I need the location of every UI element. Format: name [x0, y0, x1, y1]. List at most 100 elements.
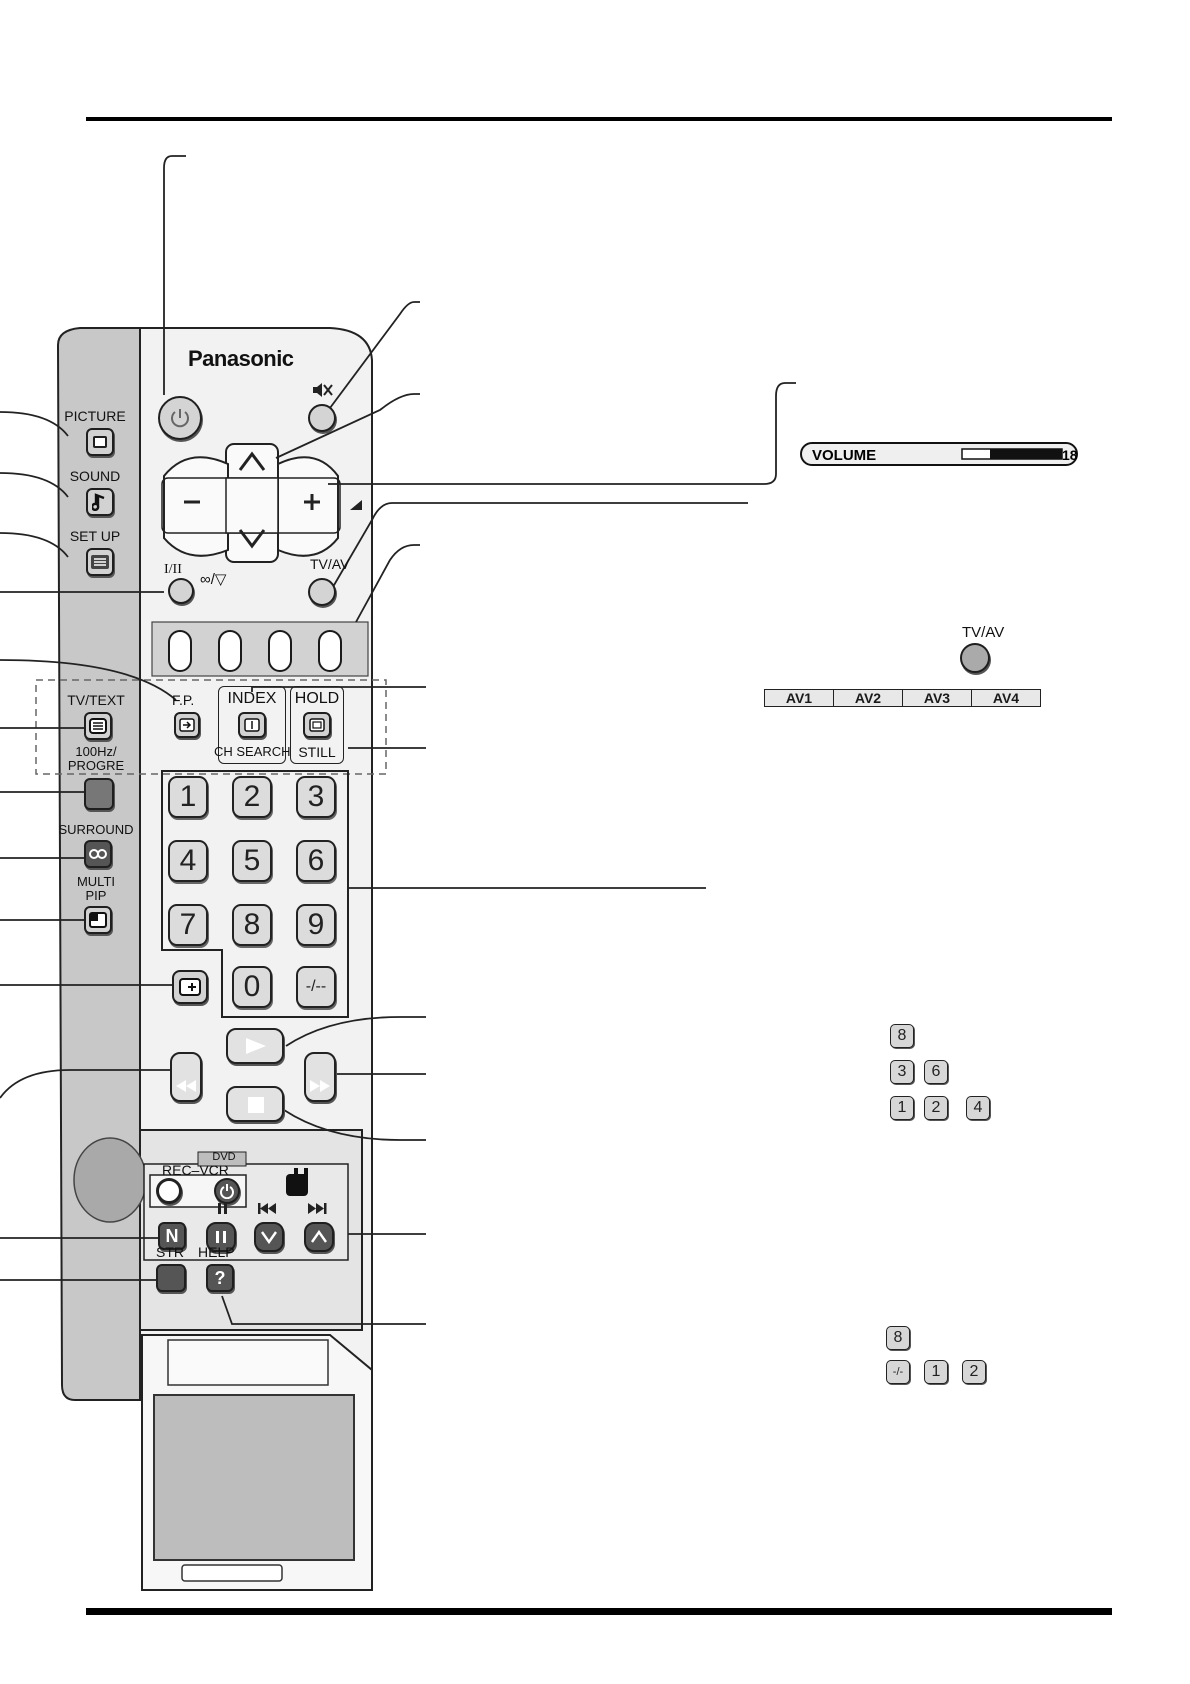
rewind-button[interactable]: [170, 1052, 202, 1102]
pause-key-icon: [216, 1231, 226, 1243]
help-button[interactable]: ?: [206, 1264, 234, 1292]
tvav-button[interactable]: [308, 578, 336, 606]
hold-group: [290, 686, 344, 764]
play-icon: [246, 1038, 266, 1054]
surround-symbol-label: ∞/▽: [200, 571, 227, 588]
ch-info-button[interactable]: [172, 970, 208, 1004]
pause-button[interactable]: [206, 1222, 236, 1252]
example-key: 4: [966, 1096, 990, 1120]
pip-button[interactable]: [84, 906, 112, 934]
fp-button[interactable]: [174, 712, 200, 738]
color-key-blue[interactable]: [318, 630, 342, 672]
tvav-osd-label: TV/AV: [962, 624, 1005, 641]
picture-button[interactable]: [86, 428, 114, 456]
key-7[interactable]: 7: [168, 904, 208, 946]
key-0[interactable]: 0: [232, 966, 272, 1008]
ok-button[interactable]: [228, 480, 276, 531]
play-button[interactable]: [226, 1028, 284, 1064]
index-label: INDEX: [227, 690, 277, 707]
key-9[interactable]: 9: [296, 904, 336, 946]
sound-button[interactable]: [86, 488, 114, 516]
rewind-icon: [176, 1080, 196, 1092]
dual-label: I/II: [164, 562, 182, 577]
up-arrow-icon: [238, 451, 266, 471]
channel-down-button[interactable]: [254, 1222, 284, 1252]
bottom-rule: [86, 1608, 1112, 1615]
setup-label: SET UP: [69, 528, 121, 544]
key-8[interactable]: 8: [232, 904, 272, 946]
setup-button[interactable]: [86, 548, 114, 576]
volume-osd: VOLUME 18: [800, 442, 1078, 466]
hz-label-1: 100Hz/: [75, 744, 117, 759]
down-button[interactable]: [228, 534, 276, 562]
dvd-vcr-switch[interactable]: [282, 1168, 312, 1198]
key-5[interactable]: 5: [232, 840, 272, 882]
up-button[interactable]: [228, 446, 276, 478]
volume-label: VOLUME: [812, 447, 876, 464]
example-key: 2: [962, 1360, 986, 1384]
top-rule: [86, 117, 1112, 121]
example-key: 1: [890, 1096, 914, 1120]
av-input-1: AV1: [765, 690, 834, 706]
vcr-power-icon: [220, 1184, 234, 1199]
surround-button[interactable]: [84, 840, 112, 868]
color-key-yellow[interactable]: [268, 630, 292, 672]
vcr-power-button[interactable]: [214, 1178, 240, 1204]
music-note-icon: [92, 493, 105, 511]
str-button[interactable]: [156, 1264, 186, 1292]
transport-labels: [218, 1203, 327, 1214]
key-4[interactable]: 4: [168, 840, 208, 882]
av-input-list: AV1 AV2 AV3 AV4: [764, 689, 1041, 707]
sound-label: SOUND: [69, 468, 121, 484]
example-key: 1: [924, 1360, 948, 1384]
down-arrow-icon: [238, 529, 266, 549]
volume-up-button[interactable]: [280, 478, 338, 533]
plus-icon: [304, 494, 320, 510]
channel-up-button[interactable]: [304, 1222, 334, 1252]
fast-forward-icon: [310, 1080, 330, 1092]
picture-icon: [93, 436, 107, 448]
av-input-4: AV4: [972, 690, 1040, 706]
stop-button[interactable]: [226, 1086, 284, 1122]
multi-label: MULTI: [76, 874, 116, 889]
hold-button[interactable]: [303, 712, 331, 738]
example-key: 8: [886, 1326, 910, 1350]
index-button[interactable]: [238, 712, 266, 738]
n-button[interactable]: N: [158, 1222, 186, 1250]
skip-back-icon: [258, 1203, 276, 1214]
av-input-2: AV2: [834, 690, 903, 706]
key-1[interactable]: 1: [168, 776, 208, 818]
mute-button[interactable]: [308, 404, 336, 432]
color-key-green[interactable]: [218, 630, 242, 672]
pip-label: PIP: [85, 888, 107, 903]
dual-sound-button[interactable]: [168, 578, 194, 604]
pause-icon: [218, 1203, 227, 1214]
progressive-button[interactable]: [84, 778, 114, 810]
dvd-label: DVD: [212, 1151, 236, 1163]
tvtext-button[interactable]: [84, 712, 112, 740]
example-key: 6: [924, 1060, 948, 1084]
key-2[interactable]: 2: [232, 776, 272, 818]
key-3[interactable]: 3: [296, 776, 336, 818]
volume-down-button[interactable]: [164, 478, 226, 533]
small-triangle-icon: [350, 500, 362, 510]
example-key: -/-: [886, 1360, 910, 1384]
surround-icon: [89, 849, 107, 859]
tvav-label: TV/AV: [310, 556, 350, 572]
fast-forward-button[interactable]: [304, 1052, 336, 1102]
record-button[interactable]: [156, 1178, 182, 1204]
hold-icon: [309, 718, 325, 732]
menu-icon: [91, 555, 109, 569]
ch-info-icon: [179, 978, 201, 996]
av-input-3: AV3: [903, 690, 972, 706]
key-digit-toggle[interactable]: -/--: [296, 966, 336, 1008]
volume-value: 18: [1062, 447, 1078, 463]
stop-icon: [248, 1097, 264, 1113]
skip-forward-icon: [308, 1203, 327, 1214]
key-6[interactable]: 6: [296, 840, 336, 882]
color-key-red[interactable]: [168, 630, 192, 672]
chsearch-label: CH SEARCH: [214, 744, 291, 759]
pip-icon: [89, 912, 107, 928]
example-key: 2: [924, 1096, 948, 1120]
brand-logo: Panasonic: [188, 346, 294, 371]
